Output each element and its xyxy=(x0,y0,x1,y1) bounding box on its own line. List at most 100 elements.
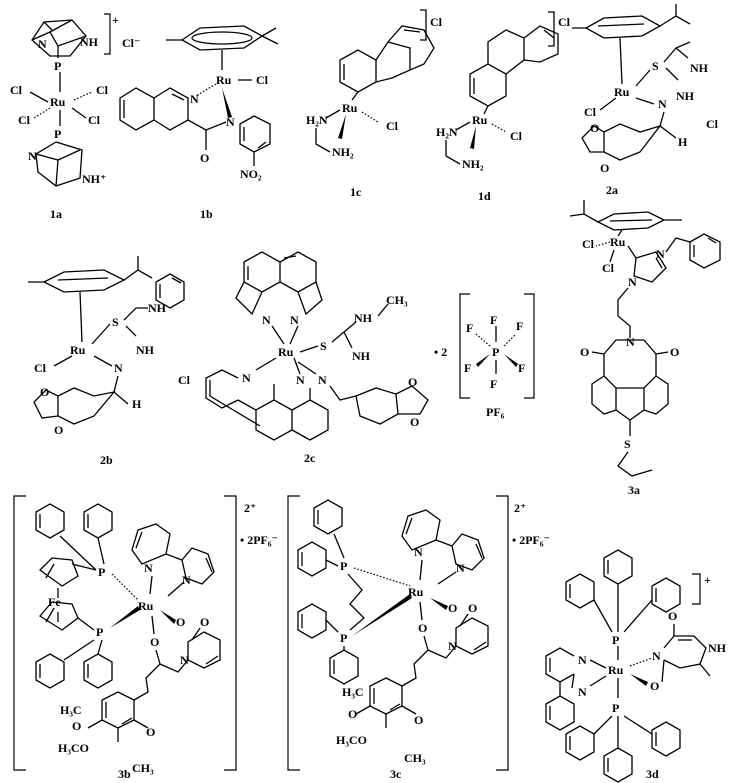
phenyl-p1-b xyxy=(603,549,633,585)
h3c-top: H₃C xyxy=(60,703,82,717)
compound-2b: Ru Cl S NH NH N H Cl O O 2b xyxy=(28,256,191,467)
benzodioxole xyxy=(33,387,116,425)
phenanthroline-top xyxy=(235,251,323,316)
ru-center: Ru xyxy=(216,73,232,87)
n-bipy-1: N xyxy=(414,545,423,559)
dihydropyridone xyxy=(187,627,221,669)
phenyl-p1-a xyxy=(35,503,65,539)
h2n: H₂N xyxy=(436,125,458,139)
cl-1: Cl xyxy=(582,237,595,251)
compound-3b: 2⁺ • 2PF₆⁻ Fe P P Ru xyxy=(13,495,278,781)
counterion-cl: Cl xyxy=(430,15,443,29)
label-1a: 1a xyxy=(50,207,62,221)
counterion-multiplier: • 2 xyxy=(434,345,447,359)
cl-left: Cl xyxy=(10,83,23,97)
phenyl-p2-b xyxy=(603,747,633,783)
charge: + xyxy=(704,573,711,587)
label-1c: 1c xyxy=(350,185,362,199)
counterion-cl: Cl xyxy=(178,373,191,387)
phenyl-p2-a xyxy=(297,603,327,639)
cl: Cl xyxy=(256,73,269,87)
o-imide-2: O xyxy=(670,345,679,359)
phenyl-p2-a xyxy=(565,725,595,761)
ru-center: Ru xyxy=(278,345,294,359)
phenyl-p1-a xyxy=(565,573,595,609)
n-imine: N xyxy=(114,361,123,375)
counterion-cl: Cl xyxy=(706,117,719,131)
p-upper: P xyxy=(98,565,105,579)
o-lactam: O xyxy=(468,601,477,615)
f-bottom: F xyxy=(490,377,497,391)
nh-hydrazine: NH xyxy=(352,349,371,363)
bracket-left xyxy=(13,495,26,771)
f-upper-left: F xyxy=(466,321,473,335)
h2n: H₂N xyxy=(306,113,328,127)
label-2b: 2b xyxy=(100,453,113,467)
phenyl-p2-b xyxy=(329,649,359,685)
bracket-right xyxy=(224,495,237,771)
cl: Cl xyxy=(510,129,523,143)
compound-1a: NH N P + Cl⁻ Ru Cl Cl Cl Cl P N NH⁺ 1a xyxy=(10,13,140,221)
naphthalimide xyxy=(591,339,669,421)
o-carbonyl: O xyxy=(200,151,209,165)
nh2: NH₂ xyxy=(332,145,354,159)
p-top: P xyxy=(54,59,61,73)
phenanthroline-bottom xyxy=(205,369,329,441)
phenyl-p2-b xyxy=(83,653,113,689)
n-pyrimidine: N xyxy=(652,649,661,663)
s-atom: S xyxy=(112,315,119,329)
ch3-bottom: CH₃ xyxy=(132,761,154,775)
label-3d: 3d xyxy=(646,767,659,781)
n-bipy-2: N xyxy=(182,573,191,587)
label-1b: 1b xyxy=(200,207,213,221)
p-bottom: P xyxy=(54,127,61,141)
phenyl-ring xyxy=(155,273,185,309)
imidazolylidene xyxy=(633,251,667,283)
pta-cage-bottom xyxy=(35,141,83,187)
h3co: H₃CO xyxy=(336,733,367,747)
n-imide: N xyxy=(626,335,635,349)
ru-center: Ru xyxy=(472,113,488,127)
cl: Cl xyxy=(386,119,399,133)
ru-center: Ru xyxy=(342,101,358,115)
o-dioxole-1: O xyxy=(590,121,599,135)
nh-methyl: NH xyxy=(354,311,373,325)
n-bipy-1: N xyxy=(578,653,587,667)
n-top-left: N xyxy=(38,37,47,51)
label-2c: 2c xyxy=(304,451,316,465)
o-pyrimidine: O xyxy=(650,679,659,693)
n-bipy-2: N xyxy=(578,685,587,699)
ru-center: Ru xyxy=(408,585,424,599)
label-3b: 3b xyxy=(118,767,131,781)
p-cymene-ring xyxy=(28,256,153,293)
trimethoxyphenyl xyxy=(355,677,417,728)
thymine-ring xyxy=(661,624,711,683)
s-thioether: S xyxy=(624,437,631,451)
cl-right: Cl xyxy=(96,83,109,97)
s-atom: S xyxy=(320,339,327,353)
o-thymine: O xyxy=(668,609,677,623)
compound-3d: + P Ru N N N O xyxy=(545,549,727,783)
label-2a: 2a xyxy=(606,183,618,197)
o-lactam: O xyxy=(200,615,209,629)
cl-2: Cl xyxy=(602,261,615,275)
nh-plus-bottom: NH⁺ xyxy=(82,172,106,186)
cl-bottom-right: Cl xyxy=(88,113,101,127)
f-upper-right: F xyxy=(516,319,523,333)
counterion-cl: Cl xyxy=(558,15,571,29)
compound-1d: Cl Ru Cl H₂N NH₂ 1d xyxy=(436,11,571,203)
bracket-left xyxy=(287,495,300,771)
isoquinoline xyxy=(119,87,189,131)
bipyridine xyxy=(131,523,215,585)
p-cymene-ring xyxy=(572,4,691,39)
phenyl-p1-b xyxy=(83,503,113,539)
n-isoquinoline: N xyxy=(190,92,199,106)
benzodioxole xyxy=(581,123,662,161)
dihydropyridone xyxy=(455,613,489,655)
phenyl-p2-a xyxy=(35,653,65,689)
n-lactam: N xyxy=(448,639,457,653)
f-lower-right: F xyxy=(518,361,525,375)
counterion: • 2PF₆⁻ xyxy=(512,533,550,547)
f-top: F xyxy=(490,313,497,327)
n-imine: N xyxy=(318,373,327,387)
